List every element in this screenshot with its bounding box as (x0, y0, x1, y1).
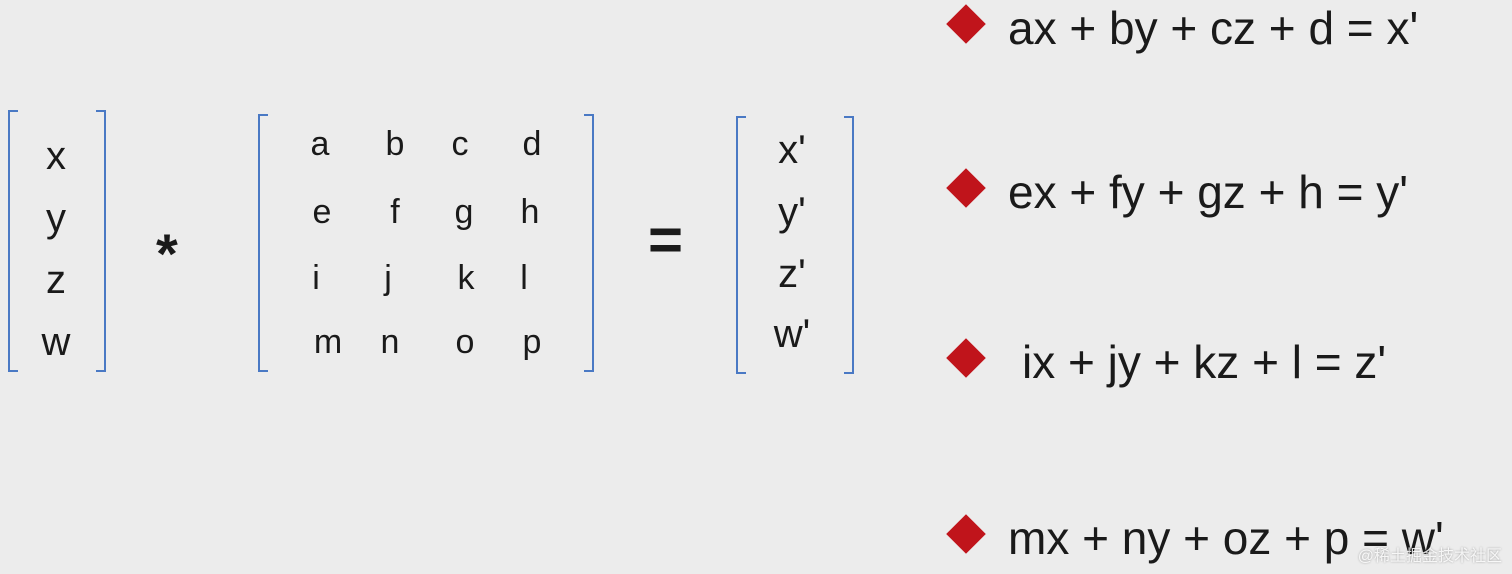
equation-text: ax + by + cz + d = x' (1008, 2, 1419, 54)
vector-in-entry: x (46, 134, 66, 178)
multiply-operator: * (156, 222, 178, 285)
matrix-cell: d (522, 125, 542, 163)
left-bracket (8, 110, 18, 372)
equation-text: mx + ny + oz + p = w' (1008, 512, 1444, 564)
matrix-cell: l (520, 259, 528, 297)
matrix-cell: b (385, 125, 405, 163)
vector-in-entry: z (46, 258, 66, 302)
transform-matrix: a b c d e f g h i j k l m n o p (258, 114, 594, 372)
input-vector: x y z w (8, 110, 106, 372)
matrix-cell: c (451, 125, 469, 163)
matrix-cell: k (457, 259, 475, 297)
right-bracket (844, 116, 854, 374)
matrix-cell: g (454, 193, 474, 231)
matrix-cell: e (312, 193, 332, 231)
matrix-cell: f (390, 193, 400, 231)
left-bracket (736, 116, 746, 374)
right-bracket (584, 114, 594, 372)
matrix-cell: o (455, 323, 475, 361)
diamond-bullet-icon (946, 338, 986, 378)
vector-out-entry: x' (778, 128, 806, 172)
equals-operator: = (648, 206, 684, 273)
matrix-cell: i (312, 259, 320, 297)
output-vector: x' y' z' w' (736, 116, 854, 374)
vector-out-entry: w' (773, 312, 811, 356)
matrix-cell: p (522, 323, 542, 361)
matrix-cell: h (520, 193, 540, 231)
matrix-cell: j (384, 259, 392, 297)
diamond-bullet-icon (946, 4, 986, 44)
matrix-cell: a (310, 125, 330, 163)
vector-out-entry: z' (778, 252, 806, 296)
equation-text: ix + jy + kz + l = z' (1022, 336, 1387, 388)
left-bracket (258, 114, 268, 372)
diamond-bullet-icon (946, 168, 986, 208)
diamond-bullet-icon (946, 514, 986, 554)
matrix-cell: m (313, 323, 343, 361)
vector-in-entry: w (41, 320, 71, 364)
matrix-cell: n (380, 323, 400, 361)
equation-text: ex + fy + gz + h = y' (1008, 166, 1409, 218)
right-bracket (96, 110, 106, 372)
vector-in-entry: y (46, 196, 66, 240)
watermark: @稀土掘金技术社区 (1357, 548, 1502, 565)
vector-out-entry: y' (778, 190, 806, 234)
